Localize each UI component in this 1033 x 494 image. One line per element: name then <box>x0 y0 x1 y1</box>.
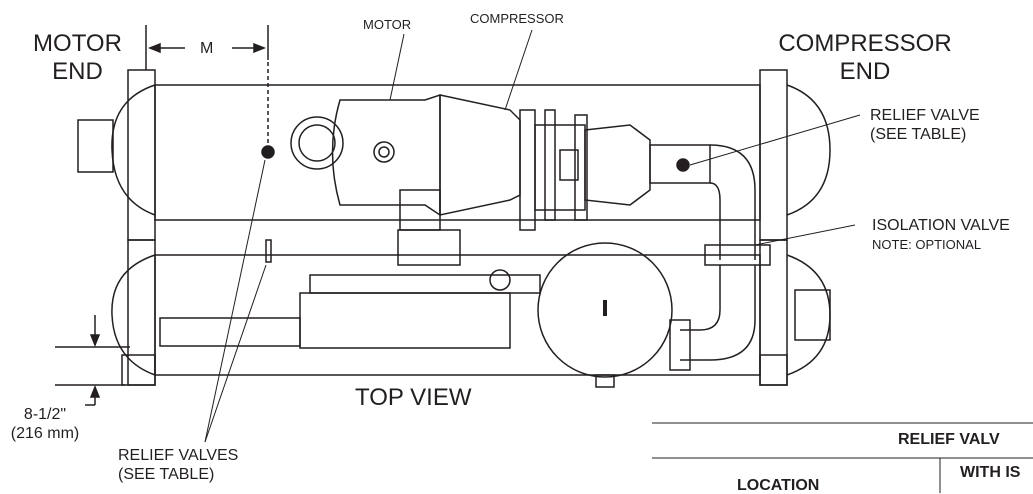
height-dimension-mm: (216 mm) <box>10 425 80 443</box>
motor-end-label: MOTOR END <box>20 32 135 84</box>
compressor-body <box>399 94 711 231</box>
relief-valves-left-line2: (SEE TABLE) <box>118 466 215 484</box>
relief-table-title: RELIEF VALV <box>898 431 1000 448</box>
relief-valve-right-line2: (SEE TABLE) <box>870 126 967 144</box>
dimension-m-label: M <box>200 40 214 57</box>
relief-valves-left-label: RELIEF VALVES (SEE TABLE) <box>118 446 238 484</box>
compressor-end-line2: END <box>839 58 891 85</box>
relief-valve-right-label: RELIEF VALVE (SEE TABLE) <box>870 106 980 144</box>
relief-table-location-header: LOCATION <box>737 477 820 494</box>
compressor-end-line1: COMPRESSOR <box>778 30 952 57</box>
height-dimension-label: 8-1/2" (216 mm) <box>0 405 90 443</box>
dimension-m <box>145 25 269 145</box>
isolation-valve-label: ISOLATION VALVE <box>872 217 1010 234</box>
table-lines <box>652 422 1033 493</box>
motor-label: MOTOR <box>363 17 412 32</box>
control-panel <box>159 229 541 349</box>
motor-end-line2: END <box>52 58 103 85</box>
discharge-pipe <box>669 144 771 371</box>
relief-valve-right-line1: RELIEF VALVE <box>870 107 980 124</box>
top-view-label: TOP VIEW <box>355 384 472 411</box>
relief-valve-markers <box>261 145 275 263</box>
isolation-note-label: NOTE: OPTIONAL <box>872 237 982 252</box>
motor-body <box>290 93 441 217</box>
relief-valves-left-line1: RELIEF VALVES <box>118 447 239 464</box>
upper-shell <box>77 69 831 241</box>
relief-table-with-header: WITH IS <box>960 464 1021 481</box>
lower-shell <box>111 239 831 386</box>
motor-end-line1: MOTOR <box>33 30 122 57</box>
leader-lines <box>204 29 861 443</box>
height-dimension-inches: 8-1/2" <box>23 406 67 423</box>
dimension-height <box>55 315 130 406</box>
compressor-label: COMPRESSOR <box>470 11 564 26</box>
compressor-end-label: COMPRESSOR END <box>760 32 970 84</box>
oil-separator <box>537 242 673 388</box>
